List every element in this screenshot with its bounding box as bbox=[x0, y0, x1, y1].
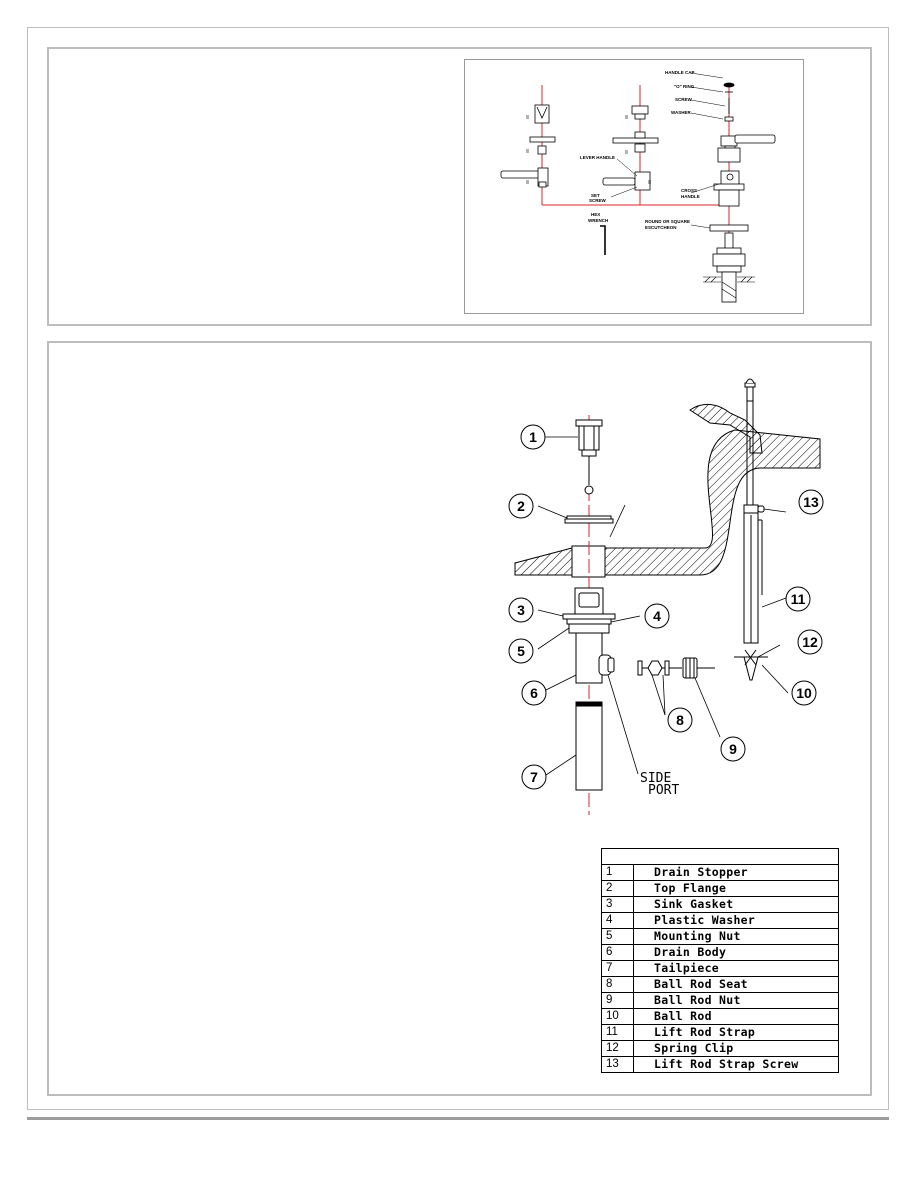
label-hex-wrench-1: HEX bbox=[591, 212, 600, 217]
callout-11: 11 bbox=[791, 591, 806, 607]
footer-rule bbox=[27, 1117, 889, 1120]
part-name: Lift Rod Strap Screw bbox=[633, 1056, 839, 1073]
callout-6: 6 bbox=[530, 685, 538, 701]
callout-7: 7 bbox=[530, 769, 538, 785]
parts-table-header-cell bbox=[601, 848, 839, 865]
part-number: 10 bbox=[601, 1008, 634, 1025]
part-number: 1 bbox=[601, 864, 634, 881]
part-number: 6 bbox=[601, 944, 634, 961]
callout-3: 3 bbox=[517, 602, 525, 618]
part-number: 7 bbox=[601, 960, 634, 977]
handle-diagram-svg: HANDLE CAP "O" RING SCREW WASHER LEVER H… bbox=[500, 70, 776, 303]
side-port-label-line1: SIDE bbox=[640, 771, 671, 786]
part-name: Lift Rod Strap bbox=[633, 1024, 839, 1041]
part-name: Ball Rod Nut bbox=[633, 992, 839, 1009]
tailpiece bbox=[575, 701, 603, 791]
sink-bowl-section bbox=[514, 429, 821, 576]
label-cross-handle-1: CROSS bbox=[681, 188, 697, 193]
part-name: Mounting Nut bbox=[633, 928, 839, 945]
part-name: Tailpiece bbox=[633, 960, 839, 977]
part-number: 11 bbox=[601, 1024, 634, 1041]
top-flange bbox=[564, 515, 614, 524]
label-cross-handle-2: HANDLE bbox=[681, 194, 700, 199]
callout-12: 12 bbox=[802, 634, 818, 650]
part-number: 5 bbox=[601, 928, 634, 945]
callout-2: 2 bbox=[517, 498, 525, 514]
label-o-ring: "O" RING bbox=[674, 84, 695, 89]
callout-4: 4 bbox=[653, 608, 661, 624]
callout-13: 13 bbox=[803, 494, 819, 510]
part-name: Ball Rod Seat bbox=[633, 976, 839, 993]
label-escutcheon-1: ROUND OR SQUARE bbox=[645, 219, 690, 224]
drain-assembly-diagram: 1 2 3 4 5 6 7 8 9 10 11 12 13 SIDE PORT bbox=[508, 378, 824, 815]
drain-stopper bbox=[575, 419, 603, 495]
part-name: Ball Rod bbox=[633, 1008, 839, 1025]
handle-installation-figure: HANDLE CAP "O" RING SCREW WASHER LEVER H… bbox=[464, 59, 804, 314]
faucet-body-section bbox=[689, 403, 763, 454]
label-hex-wrench-2: WRENCH bbox=[588, 218, 608, 223]
part-name: Sink Gasket bbox=[633, 896, 839, 913]
part-number: 2 bbox=[601, 880, 634, 897]
label-handle-cap: HANDLE CAP bbox=[665, 70, 695, 75]
callout-1: 1 bbox=[529, 429, 537, 445]
label-escutcheon-2: ESCUTCHEON bbox=[645, 225, 677, 230]
part-number: 12 bbox=[601, 1040, 634, 1057]
lift-rod-assembly bbox=[734, 378, 768, 681]
callout-10: 10 bbox=[796, 685, 812, 701]
part-number: 4 bbox=[601, 912, 634, 929]
ball-rod-seat-and-nut bbox=[637, 657, 715, 679]
side-port-label-line2: PORT bbox=[648, 783, 679, 798]
part-name: Drain Body bbox=[633, 944, 839, 961]
page-border bbox=[27, 27, 889, 1110]
label-set-screw-2: SCREW bbox=[589, 198, 607, 203]
label-set-screw-1: SET bbox=[591, 193, 600, 198]
drain-body bbox=[562, 587, 616, 684]
part-number: 8 bbox=[601, 976, 634, 993]
callout-5: 5 bbox=[517, 643, 525, 659]
part-number: 13 bbox=[601, 1056, 634, 1073]
part-name: Top Flange bbox=[633, 880, 839, 897]
part-name: Drain Stopper bbox=[633, 864, 839, 881]
parts-table-header-row bbox=[601, 848, 839, 865]
callout-9: 9 bbox=[729, 741, 737, 757]
part-number: 9 bbox=[601, 992, 634, 1009]
part-name: Plastic Washer bbox=[633, 912, 839, 929]
label-screw: SCREW bbox=[675, 97, 693, 102]
part-number: 3 bbox=[601, 896, 634, 913]
callout-8: 8 bbox=[676, 712, 684, 728]
label-washer: WASHER bbox=[671, 110, 692, 115]
label-lever-handle: LEVER HANDLE bbox=[580, 155, 615, 160]
part-name: Spring Clip bbox=[633, 1040, 839, 1057]
